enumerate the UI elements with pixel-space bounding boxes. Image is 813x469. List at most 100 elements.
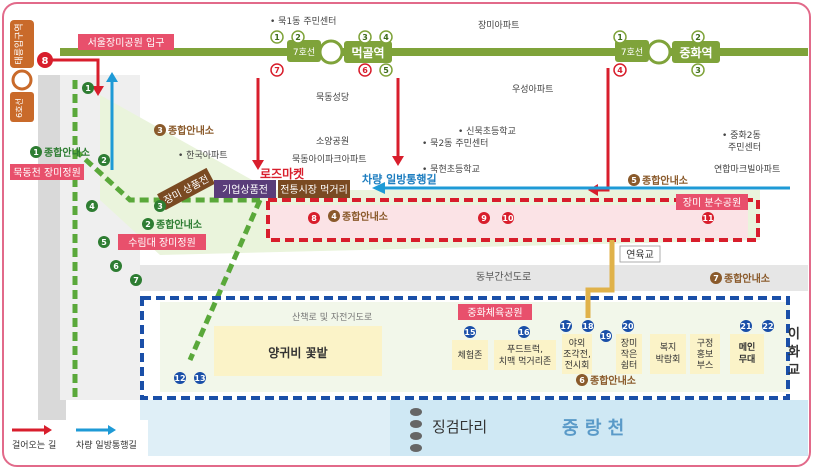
svg-text:종합안내소: 종합안내소 [156,218,202,231]
svg-text:장미 분수공원: 장미 분수공원 [683,197,741,209]
info-center-5: 5 종합안내소 [628,174,688,187]
meokgol-label: 먹골역 [351,45,384,60]
mukdong-rose-label[interactable]: 묵동천 장미정원 [10,164,84,180]
svg-text:복지: 복지 [660,342,677,353]
svg-text:3: 3 [362,33,368,42]
svg-text:장미아파트: 장미아파트 [478,20,519,31]
svg-text:4: 4 [331,212,337,221]
svg-text:양귀비 꽃밭: 양귀비 꽃밭 [268,345,327,360]
green-route-markers: 1 2 3 4 5 6 7 [82,82,166,286]
red-route [266,198,760,242]
ihwa-label-3: 교 [788,363,800,378]
svg-text:2: 2 [295,33,301,42]
svg-text:• 묵현초등학교: • 묵현초등학교 [422,164,480,175]
green-route [72,80,260,400]
svg-text:전시회: 전시회 [565,360,590,371]
stepping-stones [410,408,422,452]
svg-text:박람회: 박람회 [656,353,681,365]
park-entrance-label[interactable]: 서울장미공원 입구 [78,34,174,50]
booths-row[interactable]: 체험존 푸드트럭, 치맥 먹거리존 야외 조각전, 전시회 장미 작은 쉼터 복… [452,334,764,374]
svg-text:4: 4 [617,66,623,75]
svg-text:7: 7 [713,274,719,283]
taereung-station[interactable]: 태릉입구역 6호선 [10,20,34,122]
junghwa-station[interactable]: 7호선 중화역 [615,39,720,65]
junghwa-label: 중화역 [679,45,712,60]
svg-text:1: 1 [33,148,39,157]
svg-text:2: 2 [695,33,701,42]
svg-text:5: 5 [631,176,637,185]
svg-text:야외: 야외 [569,337,586,349]
yeonyukgyo-label: 연육교 [626,249,654,261]
svg-text:4: 4 [89,202,95,211]
rose-fountain-label[interactable]: 장미 분수공원 [676,194,748,210]
svg-text:12: 12 [174,374,185,383]
svg-text:소양공원: 소양공원 [316,136,349,147]
legend: 걸어오는 길 차량 일방통행길 [8,420,148,460]
svg-text:8: 8 [42,56,49,67]
red-route-markers: 8 9 10 11 [308,212,714,224]
info-center-6: 6 종합안내소 [576,374,636,387]
svg-text:연합마크빌아파트: 연합마크빌아파트 [714,164,780,175]
jungnangcheon-river [390,400,808,456]
svg-text:5: 5 [101,238,107,247]
svg-text:쉼터: 쉼터 [621,360,638,371]
svg-text:17: 17 [560,322,571,331]
svg-text:구정: 구정 [697,338,714,349]
svg-text:7: 7 [133,276,139,285]
svg-text:3: 3 [157,202,163,211]
svg-text:5: 5 [383,66,389,75]
svg-text:3: 3 [695,66,701,75]
svg-text:조각전,: 조각전, [563,348,591,360]
dongbu-road-band [140,265,808,291]
svg-text:19: 19 [600,332,612,341]
jungnangcheon-label: 중 랑 천 [562,418,624,439]
svg-text:묵동천 장미정원: 묵동천 장미정원 [13,167,81,179]
svg-text:6: 6 [579,376,585,385]
svg-text:2: 2 [145,220,151,229]
junghwa-sports-label[interactable]: 중화체육공원 [458,304,532,320]
surim-rose-label[interactable]: 수림대 장미정원 [118,234,206,250]
svg-text:전통시장 먹거리: 전통시장 먹거리 [280,184,348,196]
blue-route [140,296,790,400]
svg-text:종합안내소: 종합안내소 [168,124,214,137]
svg-text:2: 2 [101,156,107,165]
station-icon [318,39,344,65]
svg-text:22: 22 [762,322,773,331]
svg-text:6: 6 [362,66,368,75]
svg-text:20: 20 [622,322,634,331]
svg-text:동부간선도로: 동부간선도로 [476,271,531,283]
svg-text:체험존: 체험존 [458,350,483,361]
svg-text:장미: 장미 [621,338,638,349]
ihwa-label-2: 화 [788,344,800,360]
booth-14[interactable]: 양귀비 꽃밭 [214,326,382,376]
svg-text:무대: 무대 [739,353,756,365]
svg-text:1: 1 [85,84,91,93]
meokgol-station[interactable]: 7호선 먹골역 [287,39,392,65]
svg-text:18: 18 [582,322,594,331]
svg-text:1: 1 [274,33,280,42]
info-center-7: 7 종합안내소 [710,272,770,285]
place-labels: • 묵1동 주민센터 장미아파트 우성아파트 묵동성당 소양공원 묵동아이파크아… [178,16,780,323]
svg-text:종합안내소: 종합안내소 [642,174,688,187]
station-exits: 1 2 3 4 7 6 5 1 2 4 3 [270,30,705,77]
svg-text:1: 1 [617,33,623,42]
oneway-road [110,80,790,190]
stepping-stones-label: 징검다리 [432,418,487,436]
svg-text:부스: 부스 [697,360,714,371]
svg-text:수림대 장미정원: 수림대 장미정원 [128,237,196,249]
line-badge-junghwa: 7호선 [621,47,643,58]
svg-text:8: 8 [311,214,317,223]
svg-text:종합안내소: 종합안내소 [590,374,636,387]
svg-text:16: 16 [518,328,530,337]
svg-text:주민센터: 주민센터 [728,142,761,153]
yeonyukgyo-bridge [585,240,615,318]
svg-text:• 한국아파트: • 한국아파트 [178,150,228,161]
svg-text:13: 13 [194,374,205,383]
taereung-label: 태릉입구역 [13,23,25,64]
svg-text:종합안내소: 종합안내소 [724,272,770,285]
svg-text:홍보: 홍보 [697,348,714,360]
svg-text:7: 7 [274,66,280,75]
